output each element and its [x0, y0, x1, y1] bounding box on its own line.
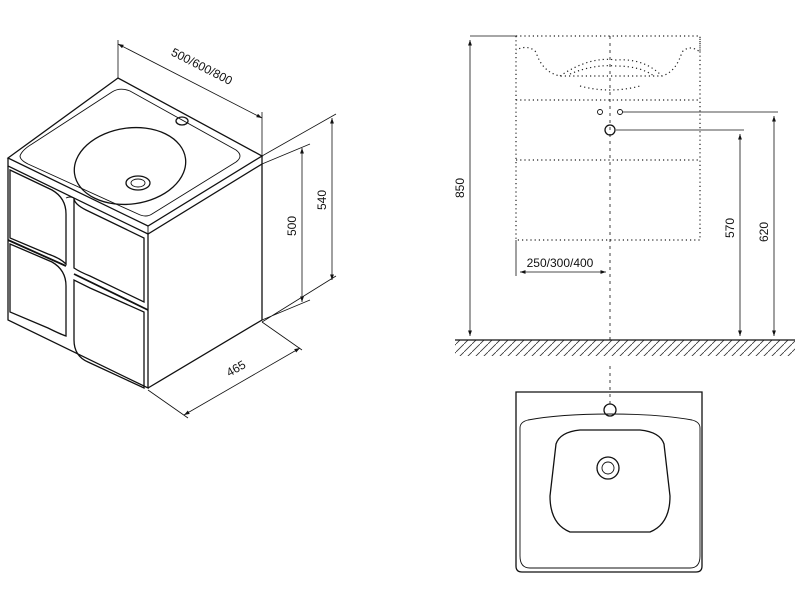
top-plan-view — [515, 366, 703, 573]
basin-plan-outline — [515, 391, 703, 573]
door-right-upper — [73, 197, 145, 304]
floor-hatch — [455, 340, 795, 356]
tap-hole-plan-icon — [603, 403, 617, 417]
tap-hole-icon — [175, 116, 189, 126]
dim-drain-offset-label: 250/300/400 — [527, 256, 594, 270]
isometric-cabinet-view: 500/600/800 465 500 540 — [6, 40, 337, 419]
drain-plan-icon — [596, 456, 620, 480]
basin-outline-dotted — [515, 35, 701, 77]
dim-side-height-label: 540 — [315, 190, 329, 210]
basin-inner-rim — [19, 88, 241, 217]
cabinet-side-face — [147, 164, 263, 389]
front-elevation-view: 850 620 570 250/300/400 — [453, 35, 795, 356]
door-right-lower — [73, 278, 145, 390]
door-left-upper — [9, 168, 67, 266]
dim-depth-label: 465 — [224, 357, 249, 379]
basin-plan-bowl — [549, 429, 671, 533]
drain-icon — [125, 175, 151, 191]
dim-cabinet-height-label: 500 — [285, 216, 299, 236]
dim-overall-height-label: 850 — [453, 178, 467, 198]
dim-drain-height-label: 570 — [723, 218, 737, 238]
bowl — [73, 126, 187, 206]
basin-plan-rim — [519, 413, 701, 569]
door-left-lower — [9, 243, 67, 337]
dim-supply-height-label: 620 — [757, 222, 771, 242]
basin-top-edge — [7, 156, 263, 235]
dim-width-label: 500/600/800 — [169, 45, 235, 88]
